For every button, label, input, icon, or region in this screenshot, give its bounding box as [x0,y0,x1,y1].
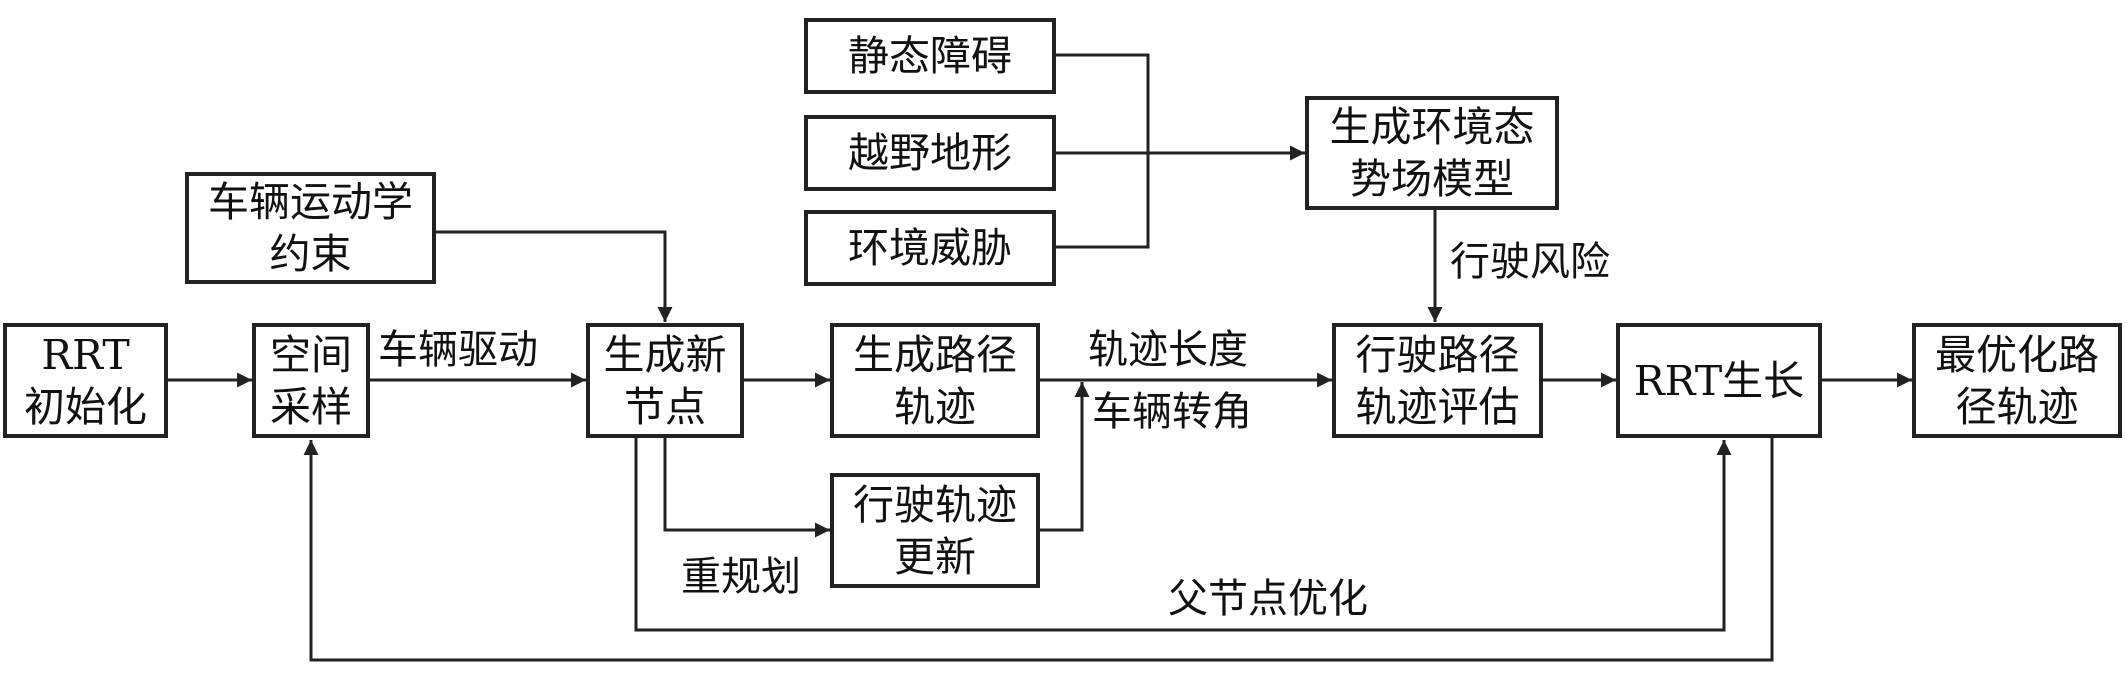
node-offroad-terrain: 越野地形 [804,115,1056,191]
label-trajectory-length: 轨迹长度 [1088,327,1248,373]
label-replan: 重规划 [681,554,801,600]
node-space-sampling: 空间 采样 [252,323,370,438]
label-parent-node-optimization: 父节点优化 [1168,576,1368,622]
node-trajectory-update: 行驶轨迹 更新 [830,473,1040,588]
arrow-kinematics-to-new-node [436,230,673,322]
label-driving-risk: 行驶风险 [1450,239,1610,285]
node-environment-field-model: 生成环境态 势场模型 [1305,96,1559,210]
line-static-obstacle [1056,53,1150,249]
node-environment-threat: 环境威胁 [804,210,1056,286]
node-trajectory-evaluation: 行驶路径 轨迹评估 [1332,323,1543,438]
arrow-replan-to-update [663,437,830,538]
node-rrt-init: RRT 初始化 [3,323,168,438]
arrow-update-to-merge [1040,382,1090,532]
arrow-feedback-to-sampling [303,437,1774,662]
node-generate-new-node: 生成新 节点 [586,323,744,438]
node-generate-path-trajectory: 生成路径 轨迹 [830,323,1040,438]
arrow-parent-optimization [634,437,1732,632]
node-vehicle-kinematics: 车辆运动学 约束 [185,172,436,284]
node-optimal-path: 最优化路 径轨迹 [1912,323,2122,438]
label-vehicle-turn-angle: 车辆转角 [1092,389,1252,435]
node-static-obstacle: 静态障碍 [804,18,1056,94]
label-vehicle-drive: 车辆驱动 [378,327,538,373]
node-rrt-growth: RRT生长 [1616,323,1822,438]
